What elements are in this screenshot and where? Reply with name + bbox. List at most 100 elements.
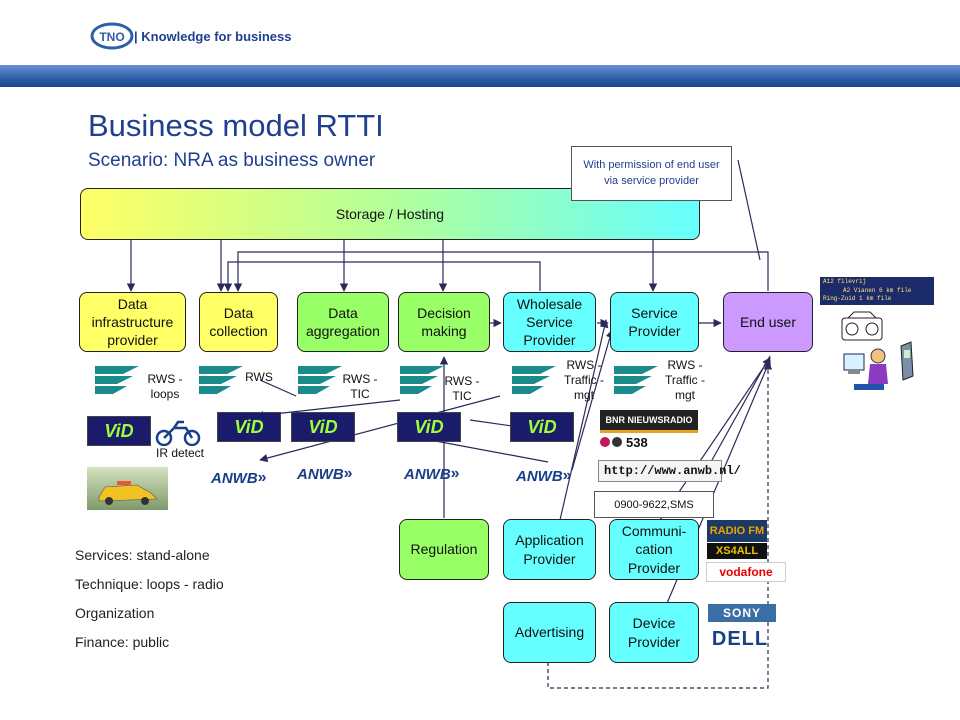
vid-logo: ViD xyxy=(397,412,461,442)
anwb-logo-text: ANWB xyxy=(516,467,563,485)
rws-logo-icon xyxy=(512,366,556,394)
footer-item: Finance: public xyxy=(75,634,170,650)
xs4all-logo: XS4ALL xyxy=(707,543,767,559)
advertising-label: Advertising xyxy=(514,624,585,641)
page-title: Business model RTTI xyxy=(88,108,384,143)
anwb-chevron-icon: » xyxy=(343,465,353,482)
mobile-phone-icon xyxy=(900,341,914,381)
vid-logo-text: ViD xyxy=(308,416,338,437)
footer-item: Technique: loops - radio xyxy=(75,576,224,592)
application-provider-label: Application Provider xyxy=(515,532,584,567)
sony-logo-text: SONY xyxy=(722,606,761,620)
chain-label: Decision making xyxy=(417,304,471,339)
chain-data-aggregation: Data aggregation xyxy=(297,292,389,352)
radio-fm-logo-text: RADIO FM xyxy=(709,525,765,537)
chain-label: Data collection xyxy=(209,304,268,339)
rws-logo-icon xyxy=(298,366,342,394)
anwb-url-bar: http://www.anwb.nl/ xyxy=(598,460,741,482)
tno-logo-text: TNO xyxy=(99,30,124,44)
vid-logo-text: ViD xyxy=(414,416,444,437)
anwb-logo: ANWB » xyxy=(297,462,357,486)
car-icon xyxy=(98,481,158,505)
anwb-logo-text: ANWB xyxy=(297,465,344,483)
chain-label: End user xyxy=(739,313,797,330)
road-sign-line: Ring-Zuid 1 km file xyxy=(823,295,892,302)
device-provider-label: Device Provider xyxy=(627,615,681,650)
anwb-logo-text: ANWB xyxy=(404,465,451,483)
road-sign-display: A12 filevrij A2 Vianen 6 km file Ring-Zu… xyxy=(820,277,934,305)
sony-logo: SONY xyxy=(708,604,776,622)
permission-callout: With permission of end user via service … xyxy=(571,146,732,201)
page-subtitle: Scenario: NRA as business owner xyxy=(88,150,376,171)
road-sign-line: A2 Vianen 6 km file xyxy=(843,286,912,294)
tno-logo-icon: TNO xyxy=(90,22,134,50)
footer-item: Organization xyxy=(75,605,155,621)
vodafone-logo-text: vodafone xyxy=(719,565,773,579)
rws-label: RWS - TIC xyxy=(444,374,480,403)
rws-logo-icon xyxy=(199,366,243,394)
advertising-box: Advertising xyxy=(503,602,596,663)
xs4all-logo-text: XS4ALL xyxy=(715,545,759,557)
rws-label: RWS - Traffic - mgt xyxy=(563,358,604,402)
bnr-logo-text: BNR NIEUWSRADIO xyxy=(605,415,693,425)
url-text: http://www.anwb.nl/ xyxy=(604,464,741,478)
rws-logo-icon xyxy=(614,366,658,394)
chain-label: Data aggregation xyxy=(306,304,380,339)
chain-data-infrastructure-provider: Data infrastructure provider xyxy=(79,292,186,352)
chain-end-user: End user xyxy=(723,292,813,352)
rws-logo-icon xyxy=(400,366,444,394)
road-sign-line: A12 filevrij xyxy=(823,278,867,285)
communication-provider-box: Communi- cation Provider xyxy=(609,519,699,580)
anwb-logo-text: ANWB xyxy=(211,469,258,487)
vid-logo: ViD xyxy=(217,412,281,442)
rws-label: RWS - TIC xyxy=(342,372,378,401)
radio538-logo: 538 xyxy=(600,434,670,450)
chain-service-provider: Service Provider xyxy=(610,292,699,352)
vid-logo-text: ViD xyxy=(104,420,134,441)
chain-label: Data infrastructure provider xyxy=(91,295,174,349)
anwb-chevron-icon: » xyxy=(257,469,267,486)
callout-text: With permission of end user via service … xyxy=(583,159,720,187)
vid-logo: ViD xyxy=(510,412,574,442)
radio-icon xyxy=(841,311,883,341)
vodafone-logo: vodafone xyxy=(706,562,786,582)
header: TNO | Knowledge for business xyxy=(0,0,960,90)
regulation-label: Regulation xyxy=(410,541,478,558)
anwb-chevron-icon: » xyxy=(562,467,572,484)
device-provider-box: Device Provider xyxy=(609,602,699,663)
chain-decision-making: Decision making xyxy=(398,292,490,352)
storage-label: Storage / Hosting xyxy=(335,205,445,222)
radio538-dots-icon xyxy=(612,437,622,447)
chain-label: Service Provider xyxy=(628,304,681,339)
header-band xyxy=(0,65,960,87)
dell-logo: DELL xyxy=(708,627,772,651)
communication-provider-label: Communi- cation Provider xyxy=(621,523,687,576)
radio-fm-logo: RADIO FM xyxy=(707,520,767,542)
footer-item: Services: stand-alone xyxy=(75,547,210,563)
anwb-chevron-icon: » xyxy=(450,465,460,482)
person-at-computer-icon xyxy=(843,348,888,390)
vid-logo-text: ViD xyxy=(527,416,557,437)
ir-detect-label: IR detect xyxy=(155,446,205,460)
anwb-logo: ANWB » xyxy=(404,462,464,486)
sms-number-box: 0900-9622,SMS xyxy=(594,491,714,518)
motorcycle-icon xyxy=(155,420,201,446)
chain-data-collection: Data collection xyxy=(199,292,278,352)
vid-logo-text: ViD xyxy=(234,416,264,437)
patrol-car-image xyxy=(87,467,168,510)
vid-logo: ViD xyxy=(87,416,151,446)
sms-number-text: 0900-9622,SMS xyxy=(614,498,694,511)
chain-wholesale-service-provider: Wholesale Service Provider xyxy=(503,292,596,352)
regulation-box: Regulation xyxy=(399,519,489,580)
radio538-dots-icon xyxy=(600,437,610,447)
rws-label: RWS - Traffic - mgt xyxy=(664,358,705,402)
bnr-logo: BNR NIEUWSRADIO xyxy=(600,410,698,433)
radio538-logo-text: 538 xyxy=(626,434,648,450)
application-provider-box: Application Provider xyxy=(503,519,596,580)
anwb-logo: ANWB » xyxy=(516,464,576,488)
anwb-logo: ANWB » xyxy=(211,466,271,490)
vid-logo: ViD xyxy=(291,412,355,442)
chain-label: Wholesale Service Provider xyxy=(516,295,583,349)
dell-logo-text: DELL xyxy=(711,627,769,650)
